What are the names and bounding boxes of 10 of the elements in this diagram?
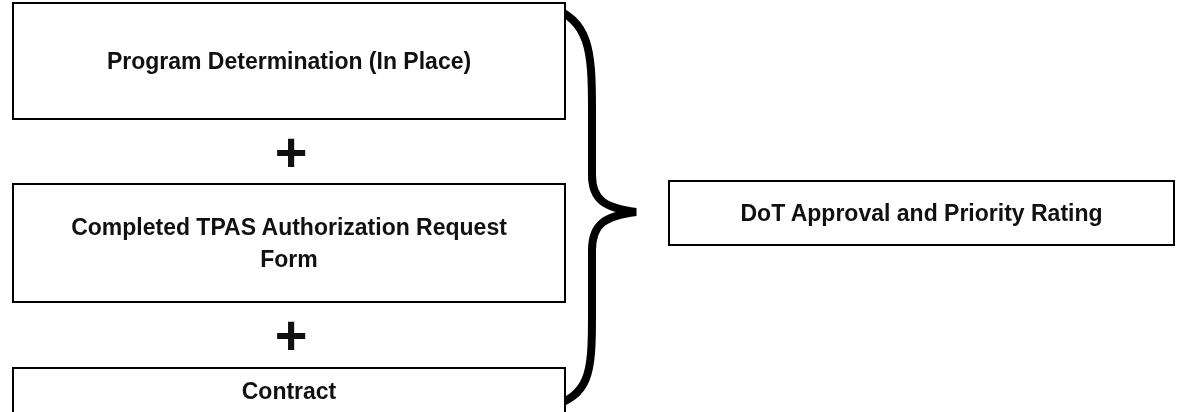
box-label: DoT Approval and Priority Rating bbox=[740, 198, 1103, 228]
process-box bbox=[12, 183, 566, 303]
box-label: Completed TPAS Authorization Request Form bbox=[70, 212, 508, 274]
process-box bbox=[12, 2, 566, 120]
box-label: Program Determination (In Place) bbox=[106, 46, 472, 76]
box-label: Contract bbox=[241, 377, 337, 406]
plus-sign: + bbox=[274, 124, 308, 180]
process-box bbox=[668, 180, 1175, 246]
process-box bbox=[12, 367, 566, 412]
plus-sign: + bbox=[274, 307, 308, 363]
